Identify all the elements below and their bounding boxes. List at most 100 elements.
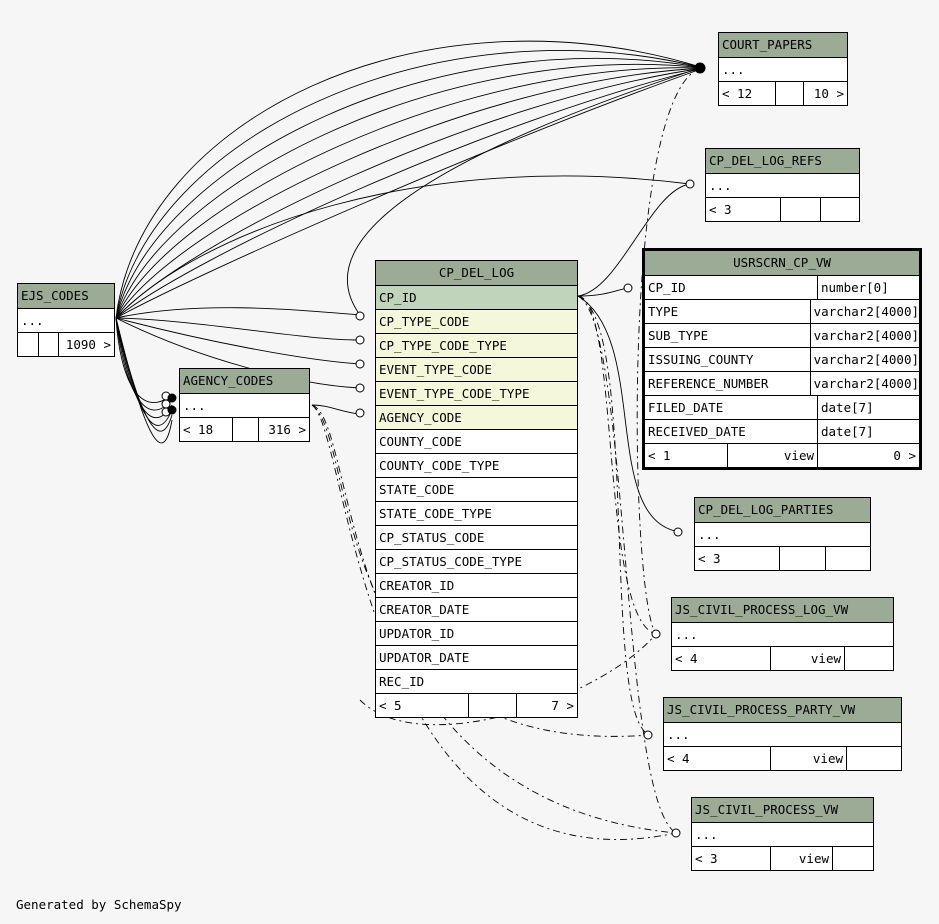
column[interactable]: CP_STATUS_CODE_TYPE [376, 549, 577, 573]
column[interactable]: STATE_CODE_TYPE [376, 501, 577, 525]
column-primary-key[interactable]: CP_ID [376, 285, 577, 309]
generated-by-text: Generated by SchemaSpy [16, 897, 182, 912]
table-title[interactable]: USRSCRN_CP_VW [645, 251, 919, 275]
table-title[interactable]: CP_DEL_LOG_PARTIES [695, 498, 870, 522]
column[interactable]: TYPE varchar2[4000] [645, 299, 919, 323]
parents-link[interactable]: < 18 [183, 422, 214, 437]
table-footer: < 12 10 > [719, 81, 847, 105]
parents-link[interactable] [18, 333, 38, 356]
table-footer: < 3 [695, 546, 870, 570]
column[interactable]: ISSUING_COUNTY varchar2[4000] [645, 347, 919, 371]
column-ellipsis: ... [180, 393, 309, 417]
column-ellipsis: ... [672, 622, 893, 646]
parents-link[interactable]: < 3 [698, 551, 721, 566]
parents-link[interactable]: < 1 [648, 448, 671, 463]
column[interactable]: CREATOR_ID [376, 573, 577, 597]
table-js-civil-process-party-vw[interactable]: JS_CIVIL_PROCESS_PARTY_VW ... < 4 view [663, 697, 902, 771]
column[interactable]: CP_STATUS_CODE [376, 525, 577, 549]
column[interactable]: STATE_CODE [376, 477, 577, 501]
table-title[interactable]: COURT_PAPERS [719, 33, 847, 57]
column-foreign-key[interactable]: CP_TYPE_CODE_TYPE [376, 333, 577, 357]
parents-link[interactable]: < 4 [675, 651, 698, 666]
column-name: FILED_DATE [648, 400, 724, 415]
children-link[interactable] [832, 847, 873, 870]
table-js-civil-process-log-vw[interactable]: JS_CIVIL_PROCESS_LOG_VW ... < 4 view [671, 597, 894, 671]
parents-link[interactable]: < 3 [695, 851, 718, 866]
column-name: RECEIVED_DATE [648, 424, 746, 439]
table-ejs-codes[interactable]: EJS_CODES ... 1090 > [17, 283, 115, 357]
column-foreign-key[interactable]: CP_TYPE_CODE [376, 309, 577, 333]
parents-link[interactable]: < 4 [667, 751, 690, 766]
table-footer: 1090 > [18, 332, 114, 356]
footer-mid [780, 198, 820, 221]
table-title[interactable]: EJS_CODES [18, 284, 114, 308]
footer-mid [779, 547, 825, 570]
column-type: date[7] [817, 420, 919, 443]
children-link[interactable] [820, 198, 859, 221]
column-type: varchar2[4000] [809, 324, 919, 347]
column-ellipsis: ... [18, 308, 114, 332]
table-cp-del-log-parties[interactable]: CP_DEL_LOG_PARTIES ... < 3 [694, 497, 871, 571]
column-foreign-key[interactable]: AGENCY_CODE [376, 405, 577, 429]
view-label: view [770, 647, 844, 670]
column-ellipsis: ... [664, 722, 901, 746]
children-link[interactable]: 316 > [258, 418, 309, 441]
table-cp-del-log-refs[interactable]: CP_DEL_LOG_REFS ... < 3 [705, 148, 860, 222]
column-ellipsis: ... [719, 57, 847, 81]
table-court-papers[interactable]: COURT_PAPERS ... < 12 10 > [718, 32, 848, 106]
table-footer: < 18 316 > [180, 417, 309, 441]
parents-link[interactable]: < 5 [379, 698, 402, 713]
column[interactable]: FILED_DATE date[7] [645, 395, 919, 419]
table-agency-codes[interactable]: AGENCY_CODES ... < 18 316 > [179, 368, 310, 442]
view-label: view [770, 747, 846, 770]
column[interactable]: COUNTY_CODE_TYPE [376, 453, 577, 477]
column-type: date[7] [817, 396, 919, 419]
parents-link[interactable]: < 12 [722, 86, 753, 101]
table-footer: < 4 view [664, 746, 901, 770]
table-title[interactable]: CP_DEL_LOG_REFS [706, 149, 859, 173]
column-name: ISSUING_COUNTY [648, 352, 754, 367]
column-type: number[0] [817, 276, 919, 299]
column-name: SUB_TYPE [648, 328, 709, 343]
column[interactable]: CREATOR_DATE [376, 597, 577, 621]
children-link[interactable]: 0 > [817, 444, 919, 467]
table-title[interactable]: AGENCY_CODES [180, 369, 309, 393]
table-js-civil-process-vw[interactable]: JS_CIVIL_PROCESS_VW ... < 3 view [691, 797, 874, 871]
table-footer: < 3 view [692, 846, 873, 870]
column-name: TYPE [648, 304, 679, 319]
view-label: view [770, 847, 832, 870]
column-ellipsis: ... [695, 522, 870, 546]
children-link[interactable]: 1090 > [58, 333, 114, 356]
column-foreign-key[interactable]: EVENT_TYPE_CODE [376, 357, 577, 381]
column[interactable]: RECEIVED_DATE date[7] [645, 419, 919, 443]
column[interactable]: REC_ID [376, 669, 577, 693]
column-ellipsis: ... [692, 822, 873, 846]
column[interactable]: COUNTY_CODE [376, 429, 577, 453]
column-type: varchar2[4000] [809, 348, 919, 371]
column-type: varchar2[4000] [809, 300, 919, 323]
footer-mid [232, 418, 258, 441]
parents-link[interactable]: < 3 [709, 202, 732, 217]
column-name: REFERENCE_NUMBER [648, 376, 769, 391]
table-title[interactable]: JS_CIVIL_PROCESS_LOG_VW [672, 598, 893, 622]
children-link[interactable] [844, 647, 893, 670]
footer-mid [38, 333, 58, 356]
column[interactable]: SUB_TYPE varchar2[4000] [645, 323, 919, 347]
table-cp-del-log[interactable]: CP_DEL_LOG CP_ID CP_TYPE_CODE CP_TYPE_CO… [375, 260, 578, 718]
children-link[interactable]: 7 > [516, 694, 577, 717]
column[interactable]: UPDATOR_DATE [376, 645, 577, 669]
column[interactable]: UPDATOR_ID [376, 621, 577, 645]
footer-mid [775, 82, 803, 105]
children-link[interactable] [825, 547, 870, 570]
children-link[interactable]: 10 > [803, 82, 847, 105]
column-ellipsis: ... [706, 173, 859, 197]
children-link[interactable] [846, 747, 901, 770]
table-title[interactable]: JS_CIVIL_PROCESS_PARTY_VW [664, 698, 901, 722]
table-footer: < 3 [706, 197, 859, 221]
table-title[interactable]: CP_DEL_LOG [376, 261, 577, 285]
table-title[interactable]: JS_CIVIL_PROCESS_VW [692, 798, 873, 822]
column-foreign-key[interactable]: EVENT_TYPE_CODE_TYPE [376, 381, 577, 405]
